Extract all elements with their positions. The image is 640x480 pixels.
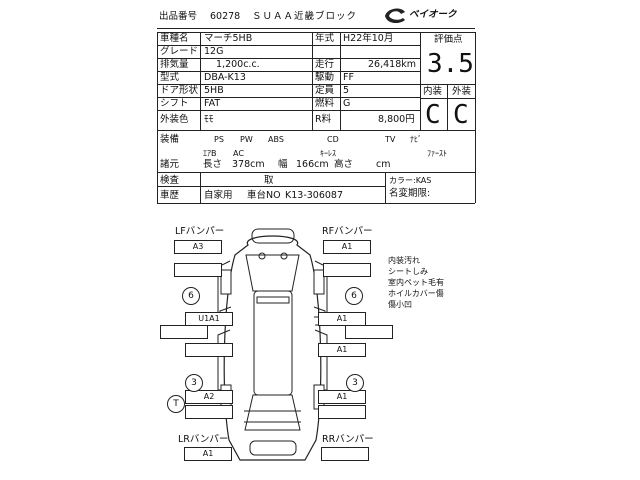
lf-bumper-label: LFバンパー [175, 226, 225, 237]
inspection-label: 検査 [160, 175, 180, 186]
equip-first: ﾌｧｰｽﾄ [427, 149, 447, 158]
note-3: 室内ペット毛有 [388, 278, 444, 287]
auction-name: ＳＵＡＡ近畿ブロック [252, 11, 358, 22]
rr-bumper-label: RRバンパー [322, 434, 374, 445]
right-sill-box [345, 325, 393, 339]
color-value: ﾓﾓ [204, 114, 214, 125]
interior-label: 内装 [423, 86, 443, 97]
lr-wheel-mark: 3 [185, 374, 203, 392]
note-2: シートしみ [388, 267, 428, 276]
drive-label: 駆動 [315, 72, 335, 83]
grade-value: 12G [204, 46, 224, 57]
rf-panel-box [323, 263, 371, 277]
color-code: カラー:KAS [389, 176, 432, 185]
inspection-value: 取 [264, 175, 274, 186]
model-label: 型式 [160, 72, 180, 83]
doors-label: ドア形状 [160, 85, 199, 96]
lf-wheel-mark: 6 [182, 287, 200, 305]
equip-keyless: ｷｰﾚｽ [320, 149, 336, 158]
left-rear-door-box [185, 343, 233, 357]
right-front-door-code: A1 [318, 312, 366, 326]
equipment-label: 装備 [160, 134, 180, 145]
color-label: 外装色 [160, 114, 189, 125]
height-label: 高さ [334, 159, 354, 170]
dimensions-label: 諸元 [160, 159, 180, 170]
equip-abs: ABS [268, 135, 284, 144]
right-mid-door-code: A1 [318, 343, 366, 357]
name-value: マーチ5HB [204, 33, 253, 44]
logo-text: ベイオーク [409, 9, 457, 20]
year-label: 年式 [315, 33, 335, 44]
equip-navi: ﾅﾋﾞ [410, 135, 422, 144]
doors-value: 5HB [204, 85, 224, 96]
lot-label: 出品番号 [159, 11, 198, 22]
rr-wheel-mark: 3 [346, 374, 364, 392]
logo-mark-icon [385, 8, 405, 24]
width-label: 幅 [278, 159, 288, 170]
history-value: 自家用 [204, 190, 233, 201]
left-front-door-code: U1A1 [185, 312, 233, 326]
score-label: 評価点 [434, 34, 463, 45]
rr-bumper-box [321, 447, 369, 461]
exterior-grade: C [453, 100, 469, 130]
mileage-label: 走行 [315, 59, 335, 70]
grade-label: グレード [160, 46, 199, 57]
r-fee-value: 8,800円 [378, 114, 415, 125]
score-value: 3.5 [427, 49, 474, 79]
history-label: 車歴 [160, 190, 180, 201]
shift-value: FAT [204, 98, 221, 109]
tire-mark: T [167, 395, 185, 413]
chassis-value: K13-306087 [285, 190, 344, 201]
capacity-value: 5 [343, 85, 350, 96]
name-label: 車種名 [160, 33, 189, 44]
equip-ps: PS [214, 135, 224, 144]
rf-wheel-mark: 6 [345, 287, 363, 305]
right-lower-box [318, 405, 366, 419]
left-sill-box [160, 325, 208, 339]
length-label: 長さ [203, 159, 223, 170]
lr-bumper-label: LRバンパー [178, 434, 229, 445]
displacement-label: 排気量 [160, 59, 189, 70]
right-rear-quarter-code: A1 [318, 390, 366, 404]
fuel-label: 燃料 [315, 98, 335, 109]
height-unit: cm [376, 159, 391, 170]
rf-bumper-label: RFバンパー [322, 226, 373, 237]
equip-cd: CD [327, 135, 339, 144]
length-value: 378cm [232, 159, 265, 170]
exterior-label: 外装 [452, 86, 472, 97]
drive-value: FF [343, 72, 354, 83]
equip-airbag: ｴｱB [203, 149, 217, 158]
bayauc-logo: ベイオーク [383, 6, 473, 24]
year-value: H22年10月 [343, 33, 394, 44]
shift-label: シフト [160, 98, 189, 109]
lr-bumper-code: A1 [184, 447, 232, 461]
chassis-label: 車台NO [247, 190, 281, 201]
width-value: 166cm [296, 159, 329, 170]
mileage-value: 26,418km [368, 59, 416, 70]
lf-panel-box [174, 263, 222, 277]
equip-pw: PW [240, 135, 253, 144]
name-change-deadline: 名変期限: [389, 188, 431, 199]
equip-tv: TV [385, 135, 396, 144]
note-1: 内装汚れ [388, 256, 420, 265]
fuel-value: G [343, 98, 351, 109]
model-value: DBA-K13 [204, 72, 246, 83]
left-lower-box [185, 405, 233, 419]
r-fee-label: R料 [315, 114, 332, 125]
lf-bumper-code: A3 [174, 240, 222, 254]
note-4: ホイルカバー傷 [388, 289, 444, 298]
left-rear-quarter-code: A2 [185, 390, 233, 404]
rf-bumper-code: A1 [323, 240, 371, 254]
capacity-label: 定員 [315, 85, 335, 96]
interior-grade: C [425, 100, 441, 130]
lot-number: 60278 [210, 11, 241, 22]
equip-ac: AC [233, 149, 244, 158]
displacement-value: 1,200c.c. [216, 59, 260, 70]
note-5: 傷小凹 [388, 300, 412, 309]
